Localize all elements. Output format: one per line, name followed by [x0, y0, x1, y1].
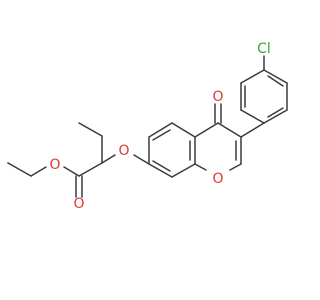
structure-diagram: O O O O O Cl: [7, 41, 288, 212]
bond-32: [78, 162, 103, 177]
molecule-canvas: O O O O O Cl: [7, 41, 288, 212]
bond-10: [217, 122, 242, 138]
bond-18: [263, 109, 288, 124]
ester-oxygen-label: O: [49, 157, 60, 173]
ether-oxygen-label: O: [118, 143, 129, 159]
ester-carbonyl-oxygen-label: O: [73, 196, 84, 212]
bond-0: [171, 122, 196, 138]
bond-5: [148, 122, 173, 138]
bond-28: [133, 154, 150, 165]
ring-oxygen-label: O: [212, 171, 223, 187]
bond-24: [267, 107, 284, 118]
carbonyl-oxygen-label: O: [212, 89, 223, 105]
bond-6: [152, 129, 171, 141]
bond-9: [194, 122, 219, 138]
bond-21: [240, 69, 265, 84]
bond-35: [63, 166, 80, 177]
bond-29: [101, 154, 116, 164]
bond-14: [194, 163, 207, 171]
bond-3: [148, 163, 173, 178]
bond-36: [30, 166, 47, 177]
bond-17: [240, 122, 265, 138]
bond-37: [7, 162, 32, 177]
bond-2: [171, 163, 196, 178]
bond-13: [229, 163, 242, 171]
chlorine-label: Cl: [257, 41, 271, 57]
bond-23: [240, 109, 265, 124]
bond-8: [152, 160, 171, 172]
bond-20: [263, 69, 288, 84]
bond-25: [267, 75, 284, 87]
bond-31: [78, 122, 103, 137]
bond-lines: [7, 55, 288, 198]
